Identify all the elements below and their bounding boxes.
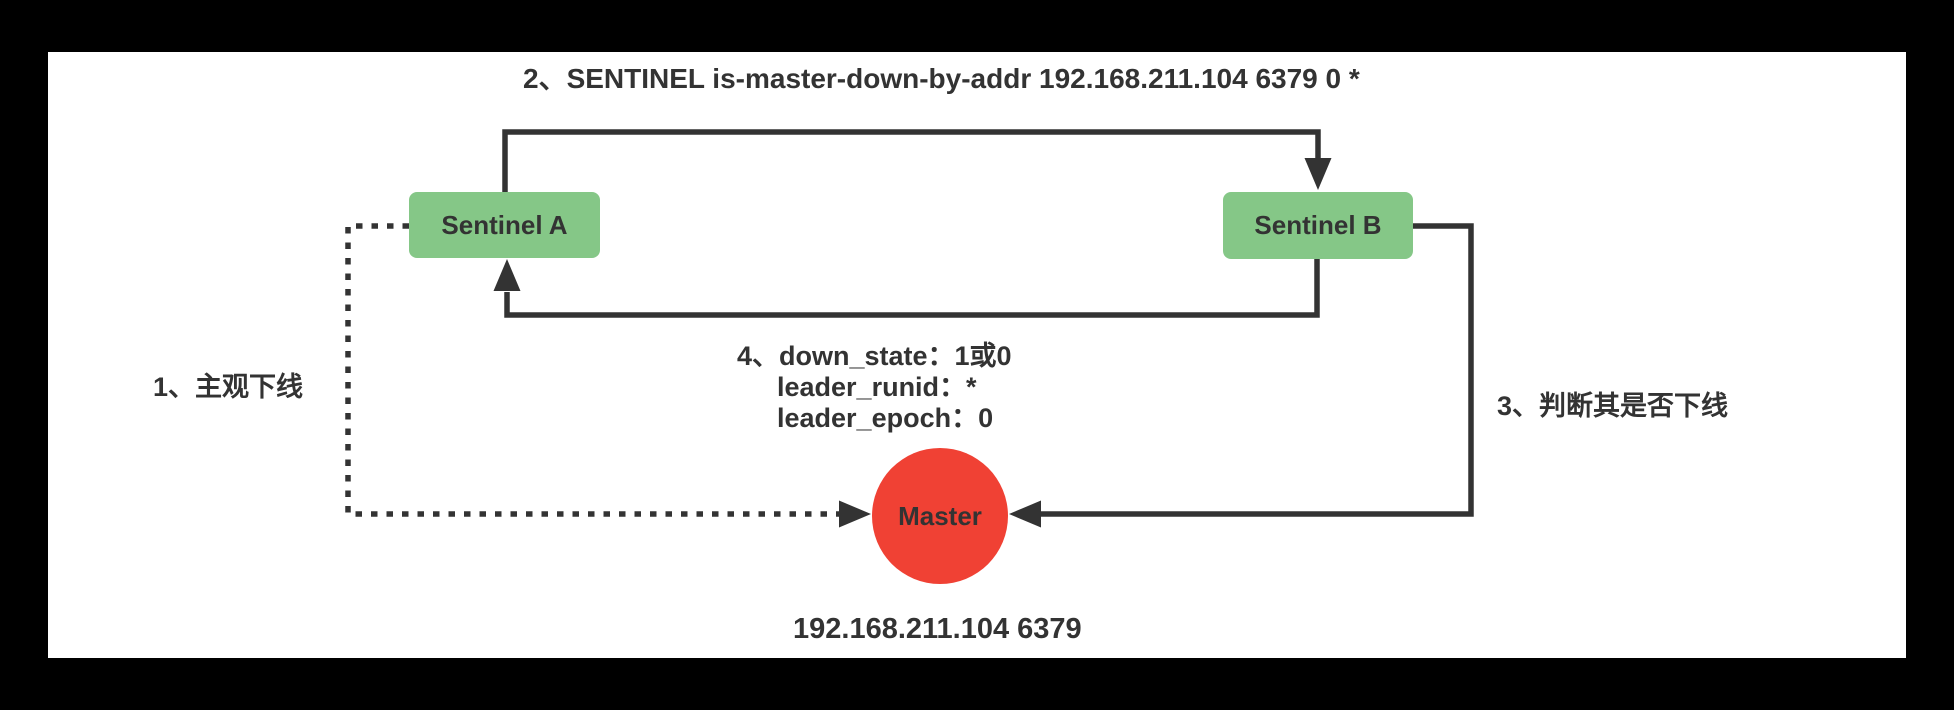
step4-leader-runid-line: leader_runid：* [777, 372, 977, 402]
master-node: Master [872, 448, 1008, 584]
step2-command-label: 2、SENTINEL is-master-down-by-addr 192.16… [523, 63, 1360, 94]
sentinel-b-label: Sentinel B [1254, 210, 1382, 240]
sentinel-b-node: Sentinel B [1223, 192, 1413, 259]
step4-reply-block: 4、down_state：1或0 leader_runid：* leader_e… [737, 341, 1012, 434]
master-label: Master [898, 500, 982, 531]
sentinel-a-node: Sentinel A [409, 192, 600, 258]
sentinel-a-label: Sentinel A [441, 209, 568, 240]
step3-judge-down-label: 3、判断其是否下线 [1497, 391, 1729, 421]
step4-down-state-line: 4、down_state：1或0 [737, 341, 1012, 371]
step4-leader-epoch-line: leader_epoch：0 [777, 403, 994, 433]
step1-subjective-down-label: 1、主观下线 [153, 372, 304, 402]
master-address-label: 192.168.211.104 6379 [793, 613, 1082, 645]
